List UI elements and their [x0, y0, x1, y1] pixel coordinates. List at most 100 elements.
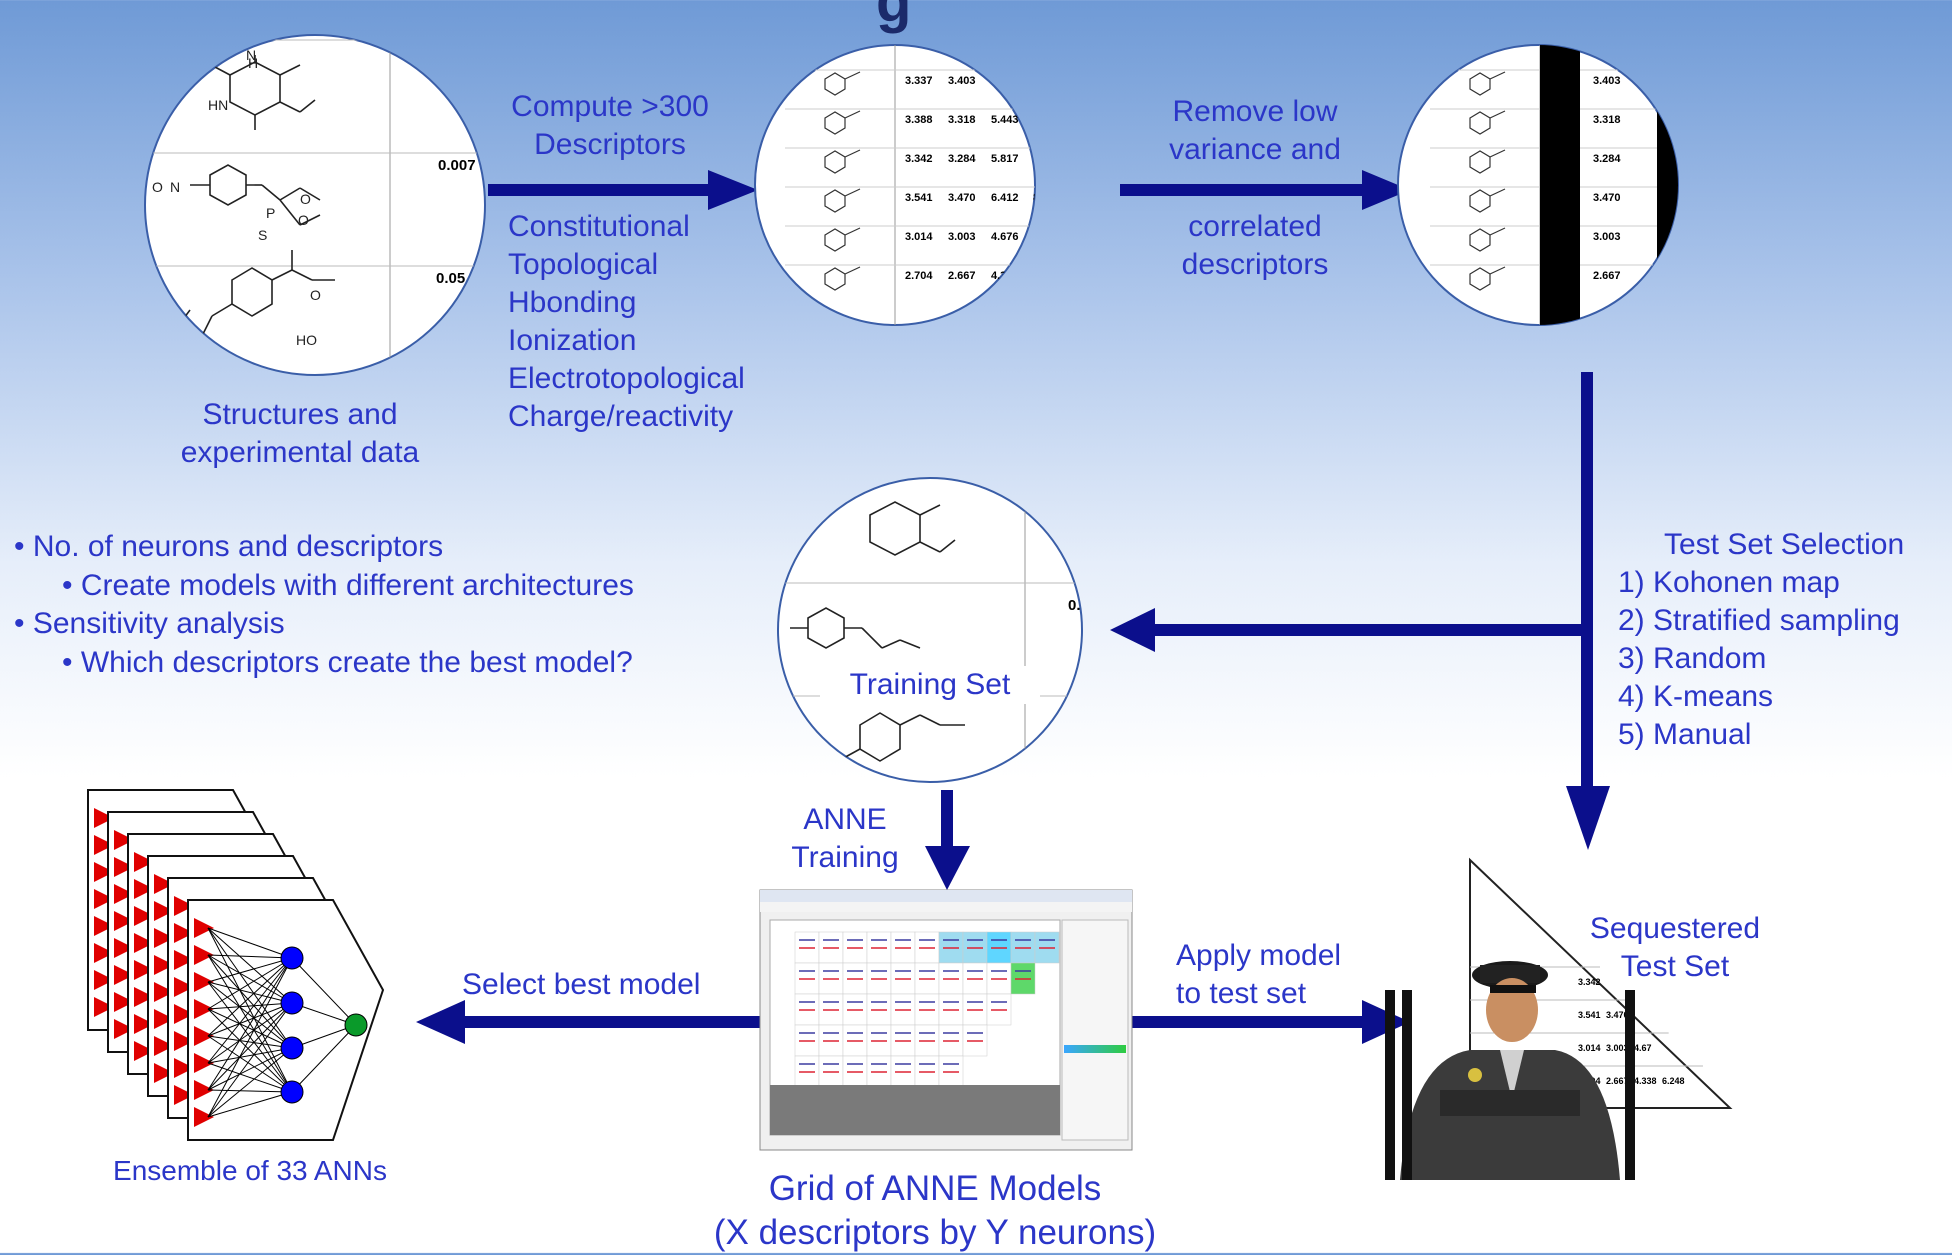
svg-text:O: O — [152, 179, 163, 195]
table-header: T_Rgrav — [1542, 15, 1587, 27]
table-cell: 2.667 — [948, 270, 976, 282]
title-fragment: g — [876, 0, 912, 34]
caption-line: experimental data — [180, 436, 420, 469]
select-best-model-label: Select best model — [462, 968, 701, 1001]
table-cell: 3.014 — [905, 231, 933, 243]
hidden-node — [280, 991, 304, 1015]
arrow-compute — [488, 170, 758, 210]
table-cell: 3.403 — [1593, 75, 1621, 87]
arrow-remove — [1120, 170, 1410, 210]
table-cell: 3.003 — [1593, 231, 1621, 243]
test-table-cell: 3.541 — [1578, 1010, 1601, 1020]
guard-icon — [1385, 961, 1635, 1180]
table-cell: 4.338 — [991, 270, 1019, 282]
table-cell: 3.93 — [1714, 192, 1735, 204]
test-set-method: 4) K-means — [1618, 680, 1774, 713]
svg-text:N: N — [246, 47, 256, 63]
anne-training-label: ANNE Training — [770, 801, 920, 877]
arrow-select-best — [416, 1000, 760, 1044]
hidden-node — [280, 1080, 304, 1104]
test-set-method: 1) Kohonen map — [1618, 566, 1840, 599]
table-cell: 3.337 — [905, 75, 933, 87]
label-line: Compute >300 — [511, 90, 709, 123]
label-line: Training — [791, 841, 899, 874]
table-cell: 3.342 — [905, 153, 933, 165]
table-header: T_Rgeom — [940, 15, 990, 27]
bullet-subitem: • Create models with different architect… — [62, 568, 634, 602]
model-grid-screenshot — [759, 889, 1133, 1151]
test-set-selection: Test Set Selection 1) Kohonen map 2) Str… — [1618, 526, 1904, 754]
correlated-label: correlated descriptors — [1135, 208, 1375, 284]
svg-text:P: P — [266, 205, 275, 221]
hidden-node — [280, 946, 304, 970]
descriptor-type: Constitutional — [508, 210, 690, 243]
structures-circle: HN HNO NP SO OO HO 0.007 0.05 — [144, 34, 486, 376]
table-cell: 8.610 — [1678, 75, 1706, 87]
table-cell: 6.791 — [1033, 231, 1061, 243]
table-cell: 5.653 — [991, 75, 1019, 87]
output-node — [344, 1013, 368, 1037]
table-cell: 3.003 — [948, 231, 976, 243]
descriptor-types-list: Constitutional Topological Hbonding Ioni… — [508, 208, 745, 436]
arrow-down-main — [1566, 372, 1610, 850]
ensemble-caption: Ensemble of 33 ANNs — [113, 1155, 387, 1186]
test-set-method: 5) Manual — [1618, 718, 1752, 751]
compute-descriptors-label: Compute >300 Descriptors — [495, 88, 725, 164]
table-cell: 3.776 — [1069, 153, 1097, 165]
descriptor-type: Ionization — [508, 324, 637, 357]
svg-text:HO: HO — [296, 332, 317, 348]
training-set-circle: 0.007 0.05 — [777, 477, 1083, 783]
remove-low-variance-label: Remove low variance and — [1135, 93, 1375, 169]
table-cell: 3.282 — [991, 36, 1019, 48]
table-cell: 8.543 — [1678, 153, 1706, 165]
label-line: variance and — [1169, 133, 1341, 166]
table-cell: 8.610 — [1033, 75, 1061, 87]
table-cell: 3.388 — [905, 114, 933, 126]
table-cell: 8.543 — [1033, 153, 1061, 165]
test-table-cell: 3.014 — [1578, 1043, 1601, 1053]
table-cell: 3.470 — [1593, 192, 1621, 204]
table-cell: 6.412 — [991, 192, 1019, 204]
caption-line: Structures and — [202, 398, 398, 431]
test-set-method: 3) Random — [1618, 642, 1767, 675]
grid-caption: Grid of ANNE Models (X descriptors by Y … — [640, 1167, 1230, 1255]
descriptor-type: Topological — [508, 248, 659, 281]
table-cell: 2.093 — [948, 36, 976, 48]
table-cell: 8.805 — [1033, 192, 1061, 204]
bullet-subitem: • Which descriptors create the best mode… — [62, 645, 633, 679]
ann-card — [187, 899, 385, 1141]
label-line: correlated — [1188, 210, 1322, 243]
test-set-heading: Test Set Selection — [1664, 528, 1905, 561]
svg-text:O: O — [310, 287, 321, 303]
table-cell: 3.403 — [948, 75, 976, 87]
arrow-to-training — [1110, 608, 1588, 652]
table-cell: 8.571 — [1033, 114, 1061, 126]
table-header: T_Kau — [983, 15, 1017, 27]
sequestered-test-set: 3.3423.5413.4703.0143.0034.672.7042.6674… — [1385, 857, 1733, 1180]
caption-line: (X descriptors by Y neurons) — [713, 1213, 1157, 1252]
table-cell: 3.284 — [948, 153, 976, 165]
table-cell: 2.093 — [1593, 36, 1621, 48]
caption-line: Grid of ANNE Models — [768, 1169, 1102, 1208]
test-table-cell: 6.248 — [1662, 1076, 1685, 1086]
descriptor-type: Electrotopological — [508, 362, 745, 395]
table-cell: 3.93 — [1069, 192, 1090, 204]
table-cell: 3.776 — [1714, 153, 1742, 165]
table-cell: 2.667 — [1593, 270, 1621, 282]
label-line: to test set — [1176, 977, 1307, 1010]
table-cell: 3.284 — [1593, 153, 1621, 165]
svg-text:N: N — [170, 179, 180, 195]
table-cell: 2.704 — [905, 270, 933, 282]
table-cell: 8.571 — [1678, 114, 1706, 126]
table-cell: 3.99 — [1714, 114, 1735, 126]
bullet-list: • No. of neurons and descriptors • Creat… — [14, 528, 634, 682]
label-line: descriptors — [1181, 248, 1329, 281]
training-set-label: Training Set — [820, 666, 1040, 704]
table-cell: 4.676 — [991, 231, 1019, 243]
apply-model-label: Apply model to test set — [1176, 937, 1341, 1013]
svg-text:HN: HN — [208, 97, 228, 113]
svg-text:O: O — [300, 191, 311, 207]
